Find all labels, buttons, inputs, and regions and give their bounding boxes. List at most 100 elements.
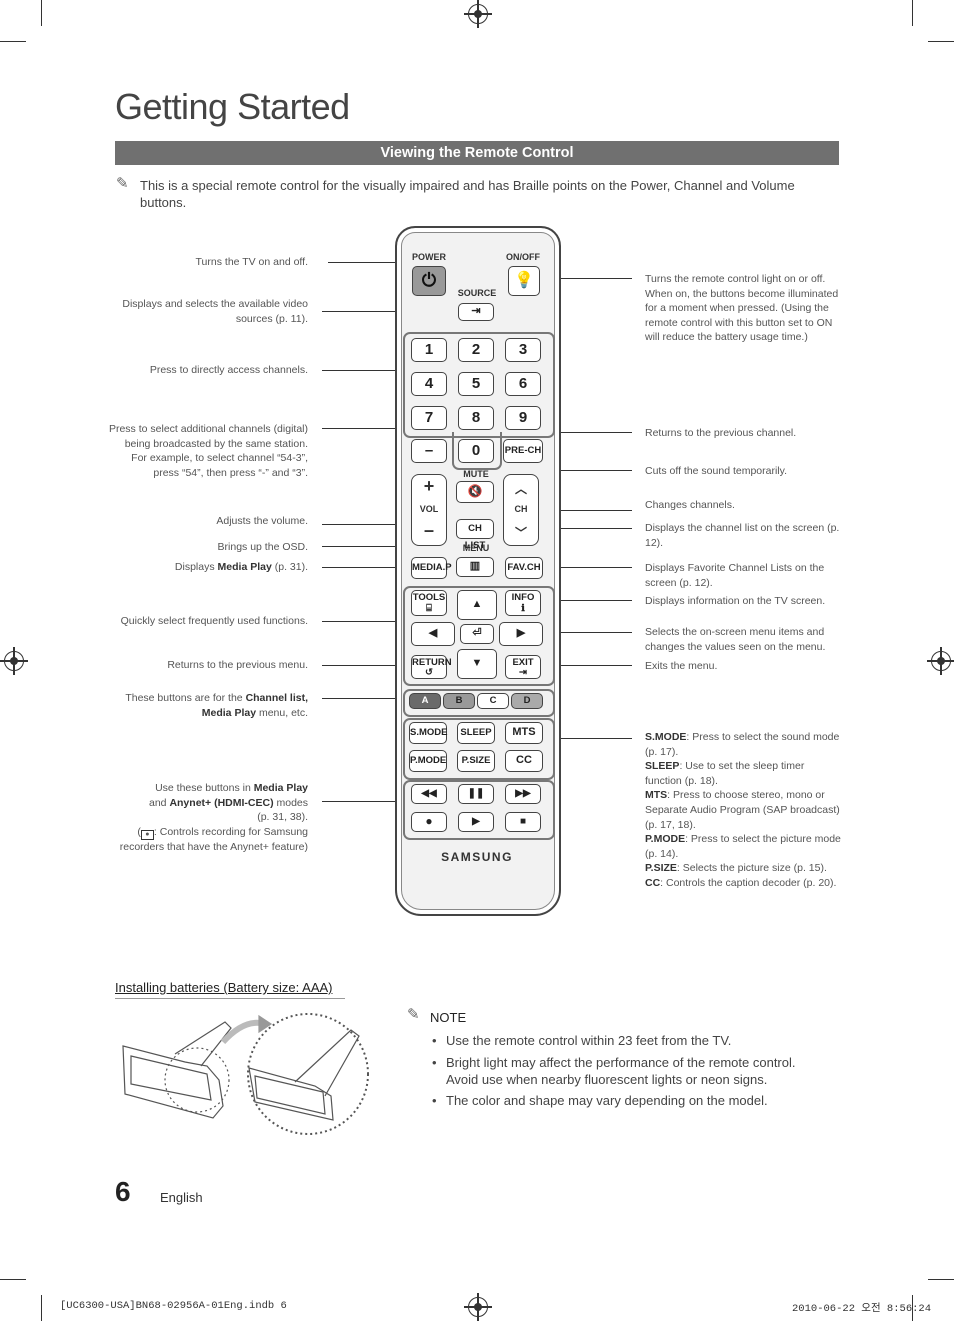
d-button[interactable]: D bbox=[511, 693, 543, 709]
list-item: •The color and shape may vary depending … bbox=[432, 1093, 768, 1108]
tools-button[interactable]: TOOLS⌸ bbox=[411, 590, 447, 616]
leader-line bbox=[322, 546, 464, 548]
power-button[interactable]: ⏻ bbox=[412, 266, 446, 296]
samsung-logo: SAMSUNG bbox=[441, 850, 513, 864]
mute-button[interactable]: 🔇 bbox=[456, 481, 494, 503]
record-button[interactable]: ● bbox=[411, 812, 447, 832]
note-label: NOTE bbox=[430, 1010, 467, 1025]
label-arrows: Selects the on-screen menu items and cha… bbox=[645, 626, 826, 653]
vol-minus-label: – bbox=[423, 520, 434, 540]
label-ch: Changes channels. bbox=[645, 499, 735, 511]
pmode-button[interactable]: P.MODE bbox=[409, 750, 447, 772]
label-onoff: Turns the remote control light on or off… bbox=[645, 273, 839, 344]
color-buttons-group bbox=[403, 689, 555, 717]
return-label: RETURN bbox=[412, 657, 452, 668]
digit-9-button[interactable]: 9 bbox=[505, 406, 541, 430]
crop-mark bbox=[0, 41, 26, 42]
enter-button[interactable]: ⏎ bbox=[460, 624, 494, 644]
label-source: Displays and selects the available video… bbox=[122, 298, 308, 325]
leader-line bbox=[322, 698, 402, 700]
heading-rule bbox=[115, 998, 345, 999]
number-pad-group bbox=[403, 332, 555, 438]
pause-button[interactable]: ❚❚ bbox=[458, 784, 494, 804]
crop-mark bbox=[912, 1295, 913, 1321]
return-button[interactable]: RETURN↺ bbox=[411, 655, 452, 679]
vol-label: VOL bbox=[419, 504, 439, 514]
registration-mark-icon bbox=[927, 647, 954, 675]
digit-2-button[interactable]: 2 bbox=[458, 338, 494, 362]
b-button[interactable]: B bbox=[443, 693, 475, 709]
list-item: •Bright light may affect the performance… bbox=[432, 1055, 796, 1087]
label-dash: Press to select additional channels (dig… bbox=[108, 423, 308, 479]
digit-7-button[interactable]: 7 bbox=[411, 406, 447, 430]
stop-button[interactable]: ■ bbox=[505, 812, 541, 832]
label-numbers: Press to directly access channels. bbox=[149, 364, 308, 376]
dash-button[interactable]: – bbox=[411, 439, 447, 463]
list-item: •Use the remote control within 23 feet f… bbox=[432, 1033, 732, 1048]
mediap-button[interactable]: MEDIA.P bbox=[411, 557, 452, 579]
pencil-icon: ✎ bbox=[116, 175, 129, 192]
arrow-down-button[interactable]: ▼ bbox=[457, 649, 497, 679]
tools-label: TOOLS bbox=[412, 592, 446, 603]
digit-0-button[interactable]: 0 bbox=[458, 439, 494, 463]
leader-line bbox=[540, 632, 632, 634]
crop-mark bbox=[912, 0, 913, 26]
digit-5-button[interactable]: 5 bbox=[458, 372, 494, 396]
label-exit: Exits the menu. bbox=[645, 660, 718, 672]
rewind-button[interactable]: ◀◀ bbox=[411, 784, 447, 804]
registration-mark-icon bbox=[464, 0, 492, 28]
play-button[interactable]: ▶ bbox=[458, 812, 494, 832]
ch-up-icon: ︿ bbox=[514, 482, 527, 496]
cc-button[interactable]: CC bbox=[505, 750, 543, 772]
channel-rocker[interactable] bbox=[503, 474, 539, 546]
leader-line bbox=[328, 262, 410, 264]
arrow-right-button[interactable]: ▶ bbox=[499, 622, 543, 646]
page-number: 6 bbox=[115, 1176, 131, 1207]
mts-button[interactable]: MTS bbox=[505, 722, 543, 744]
page-title: Getting Started bbox=[115, 86, 350, 127]
sleep-button[interactable]: SLEEP bbox=[457, 722, 495, 744]
menu-button[interactable]: ▥ bbox=[456, 557, 494, 577]
prech-button[interactable]: PRE-CH bbox=[503, 439, 543, 463]
leader-line bbox=[322, 567, 408, 569]
return-icon: ↺ bbox=[425, 667, 433, 678]
note-pencil-icon: ✎ bbox=[407, 1006, 420, 1023]
leader-line bbox=[540, 278, 632, 280]
favch-button[interactable]: FAV.CH bbox=[505, 557, 543, 579]
fast-forward-button[interactable]: ▶▶ bbox=[505, 784, 541, 804]
leader-line bbox=[322, 524, 402, 526]
crop-mark bbox=[0, 1279, 26, 1280]
label-info: Displays information on the TV screen. bbox=[645, 595, 826, 607]
a-button[interactable]: A bbox=[409, 693, 441, 709]
remote-control: POWER ON/OFF ⏻ 💡 SOURCE ⇥ 1 2 3 4 5 6 7 … bbox=[395, 226, 561, 916]
info-label: INFO bbox=[511, 592, 535, 603]
arrow-up-button[interactable]: ▲ bbox=[457, 590, 497, 620]
digit-6-button[interactable]: 6 bbox=[505, 372, 541, 396]
label-favch: Displays Favorite Channel Lists on the s… bbox=[645, 562, 825, 589]
leader-line bbox=[322, 428, 402, 430]
label-mediap: Displays Media Play (p. 31). bbox=[174, 561, 308, 573]
arrow-left-button[interactable]: ◀ bbox=[411, 622, 455, 646]
label-return: Returns to the previous menu. bbox=[167, 659, 308, 671]
chlist-button[interactable]: CH LIST bbox=[456, 519, 494, 551]
digit-4-button[interactable]: 4 bbox=[411, 372, 447, 396]
digit-8-button[interactable]: 8 bbox=[458, 406, 494, 430]
exit-button[interactable]: EXIT⇥ bbox=[505, 655, 541, 679]
label-mode-buttons: S.MODE: Press to select the sound mode (… bbox=[645, 731, 841, 889]
digit-1-button[interactable]: 1 bbox=[411, 338, 447, 362]
c-button[interactable]: C bbox=[477, 693, 509, 709]
label-abcd: These buttons are for the Channel list,M… bbox=[125, 692, 308, 719]
section-bar: Viewing the Remote Control bbox=[115, 141, 839, 165]
psize-button[interactable]: P.SIZE bbox=[457, 750, 495, 772]
leader-line bbox=[552, 738, 632, 740]
light-onoff-button[interactable]: 💡 bbox=[508, 266, 540, 296]
smode-button[interactable]: S.MODE bbox=[409, 722, 447, 744]
exit-label: EXIT bbox=[512, 657, 534, 668]
intro-text: This is a special remote control for the… bbox=[140, 178, 795, 210]
volume-rocker[interactable] bbox=[411, 474, 447, 546]
digit-3-button[interactable]: 3 bbox=[505, 338, 541, 362]
source-button[interactable]: ⇥ bbox=[458, 303, 494, 321]
ch-down-icon: ﹀ bbox=[514, 526, 527, 540]
leader-line bbox=[494, 528, 632, 530]
